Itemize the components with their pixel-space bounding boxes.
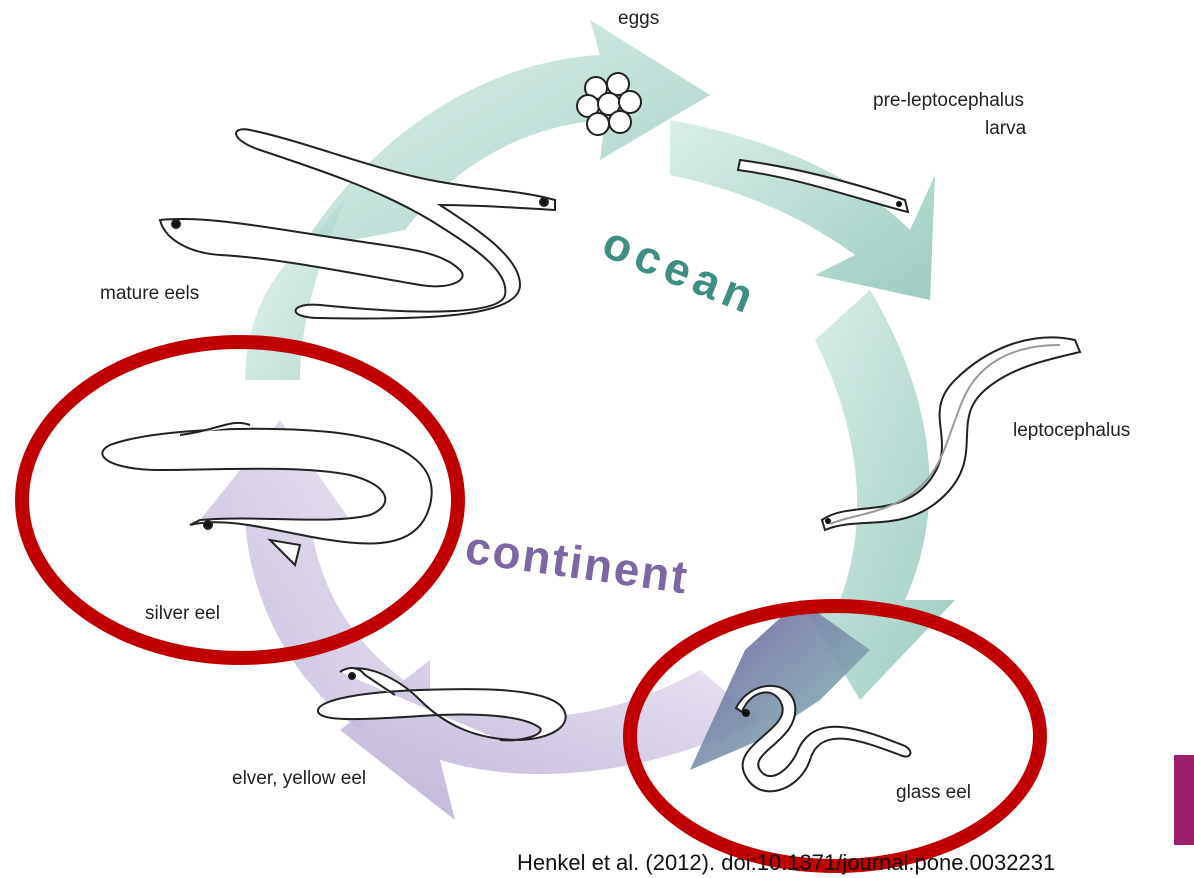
continent-phase-label: continent	[462, 521, 692, 604]
label-glass-eel: glass eel	[896, 782, 971, 804]
slide-edge-accent	[1174, 755, 1194, 845]
citation-text: Henkel et al. (2012). doi:10.1371/journa…	[517, 850, 1055, 876]
continent-cycle-arrows	[200, 420, 760, 820]
label-mature-eels: mature eels	[100, 283, 199, 305]
label-silver-eel: silver eel	[145, 603, 220, 625]
label-elver-yellow-eel: elver, yellow eel	[232, 768, 366, 790]
label-eggs: eggs	[618, 8, 659, 30]
label-leptocephalus: leptocephalus	[1013, 420, 1130, 442]
label-pre-leptocephalus-line2: larva	[985, 118, 1026, 140]
label-pre-leptocephalus-line1: pre-leptocephalus	[873, 90, 1024, 112]
ocean-phase-label: ocean	[596, 216, 767, 325]
